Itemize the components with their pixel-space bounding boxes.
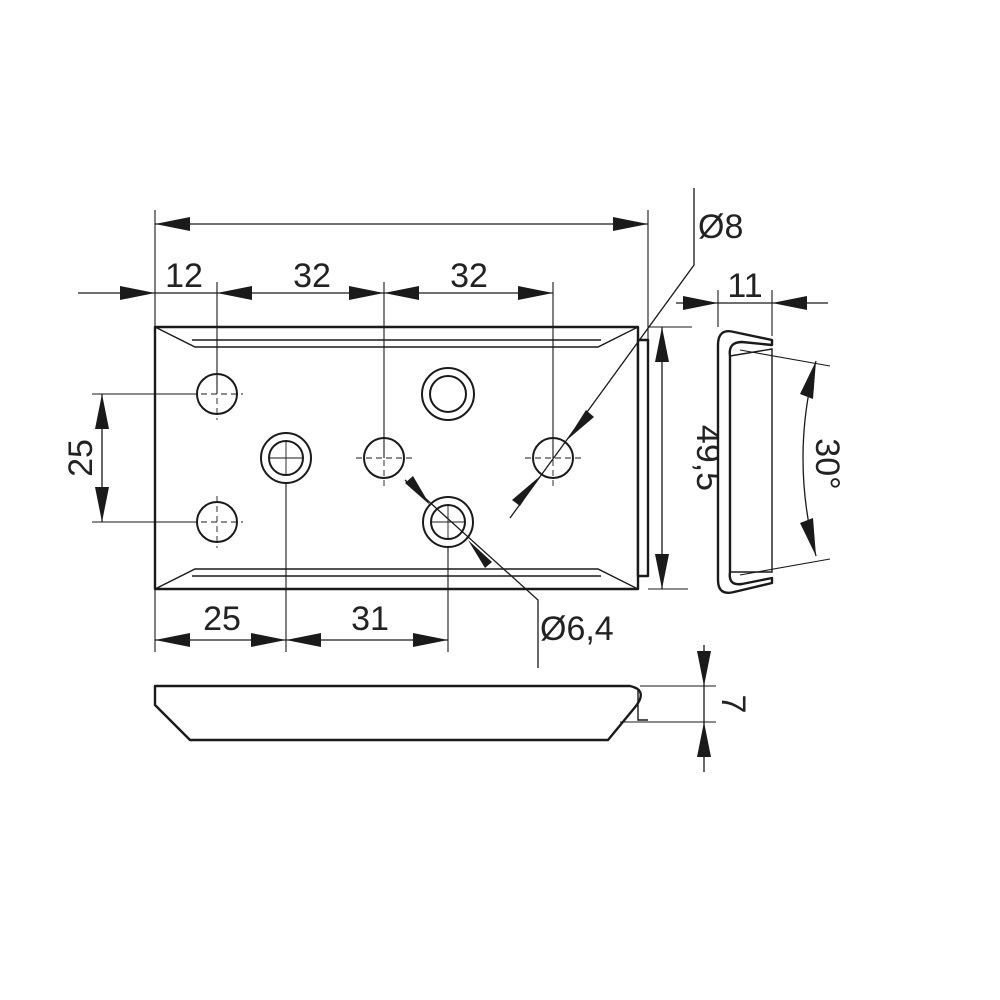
right-flange: [636, 338, 650, 578]
front-view: [153, 684, 648, 742]
dim-dia-8: Ø8: [509, 188, 743, 519]
dim-thickness-7: 7: [620, 645, 752, 772]
hole-countersunk-top: [421, 367, 475, 421]
side-view: [716, 330, 774, 594]
dim-vertical-25: 25: [62, 393, 197, 523]
label-pitch-32-b: 32: [450, 257, 488, 295]
label-angle-30: 30°: [808, 438, 846, 489]
label-pitch-31: 31: [351, 600, 389, 638]
label-vertical-25: 25: [62, 439, 100, 477]
dim-side-width-11: 11: [676, 267, 828, 336]
front-flange: [637, 690, 648, 721]
front-profile: [153, 684, 642, 742]
label-dia-6-4: Ø6,4: [540, 610, 614, 648]
top-rail: [154, 326, 639, 348]
dim-angle-30: 30°: [739, 349, 846, 576]
dim-bottom-row: 25 31: [154, 483, 449, 652]
label-offset-12: 12: [165, 257, 203, 295]
dim-height-49-5: 49,5: [648, 326, 727, 590]
dim-hole-pitch-row: 12 32 32: [78, 257, 554, 458]
side-profile-inner: [729, 348, 773, 573]
bottom-rail: [154, 568, 639, 590]
dim-dia-6-4: Ø6,4: [404, 476, 614, 668]
label-thickness-7: 7: [714, 695, 752, 714]
hole-countersunk-left: [260, 432, 312, 484]
label-offset-25: 25: [203, 600, 241, 638]
label-dia-8: Ø8: [698, 208, 743, 246]
label-side-width-11: 11: [727, 267, 762, 305]
label-pitch-32-a: 32: [293, 257, 331, 295]
dim-overall-width: [154, 210, 649, 340]
side-profile-outer: [716, 330, 774, 594]
hole-countersunk-bottom: [422, 496, 474, 548]
